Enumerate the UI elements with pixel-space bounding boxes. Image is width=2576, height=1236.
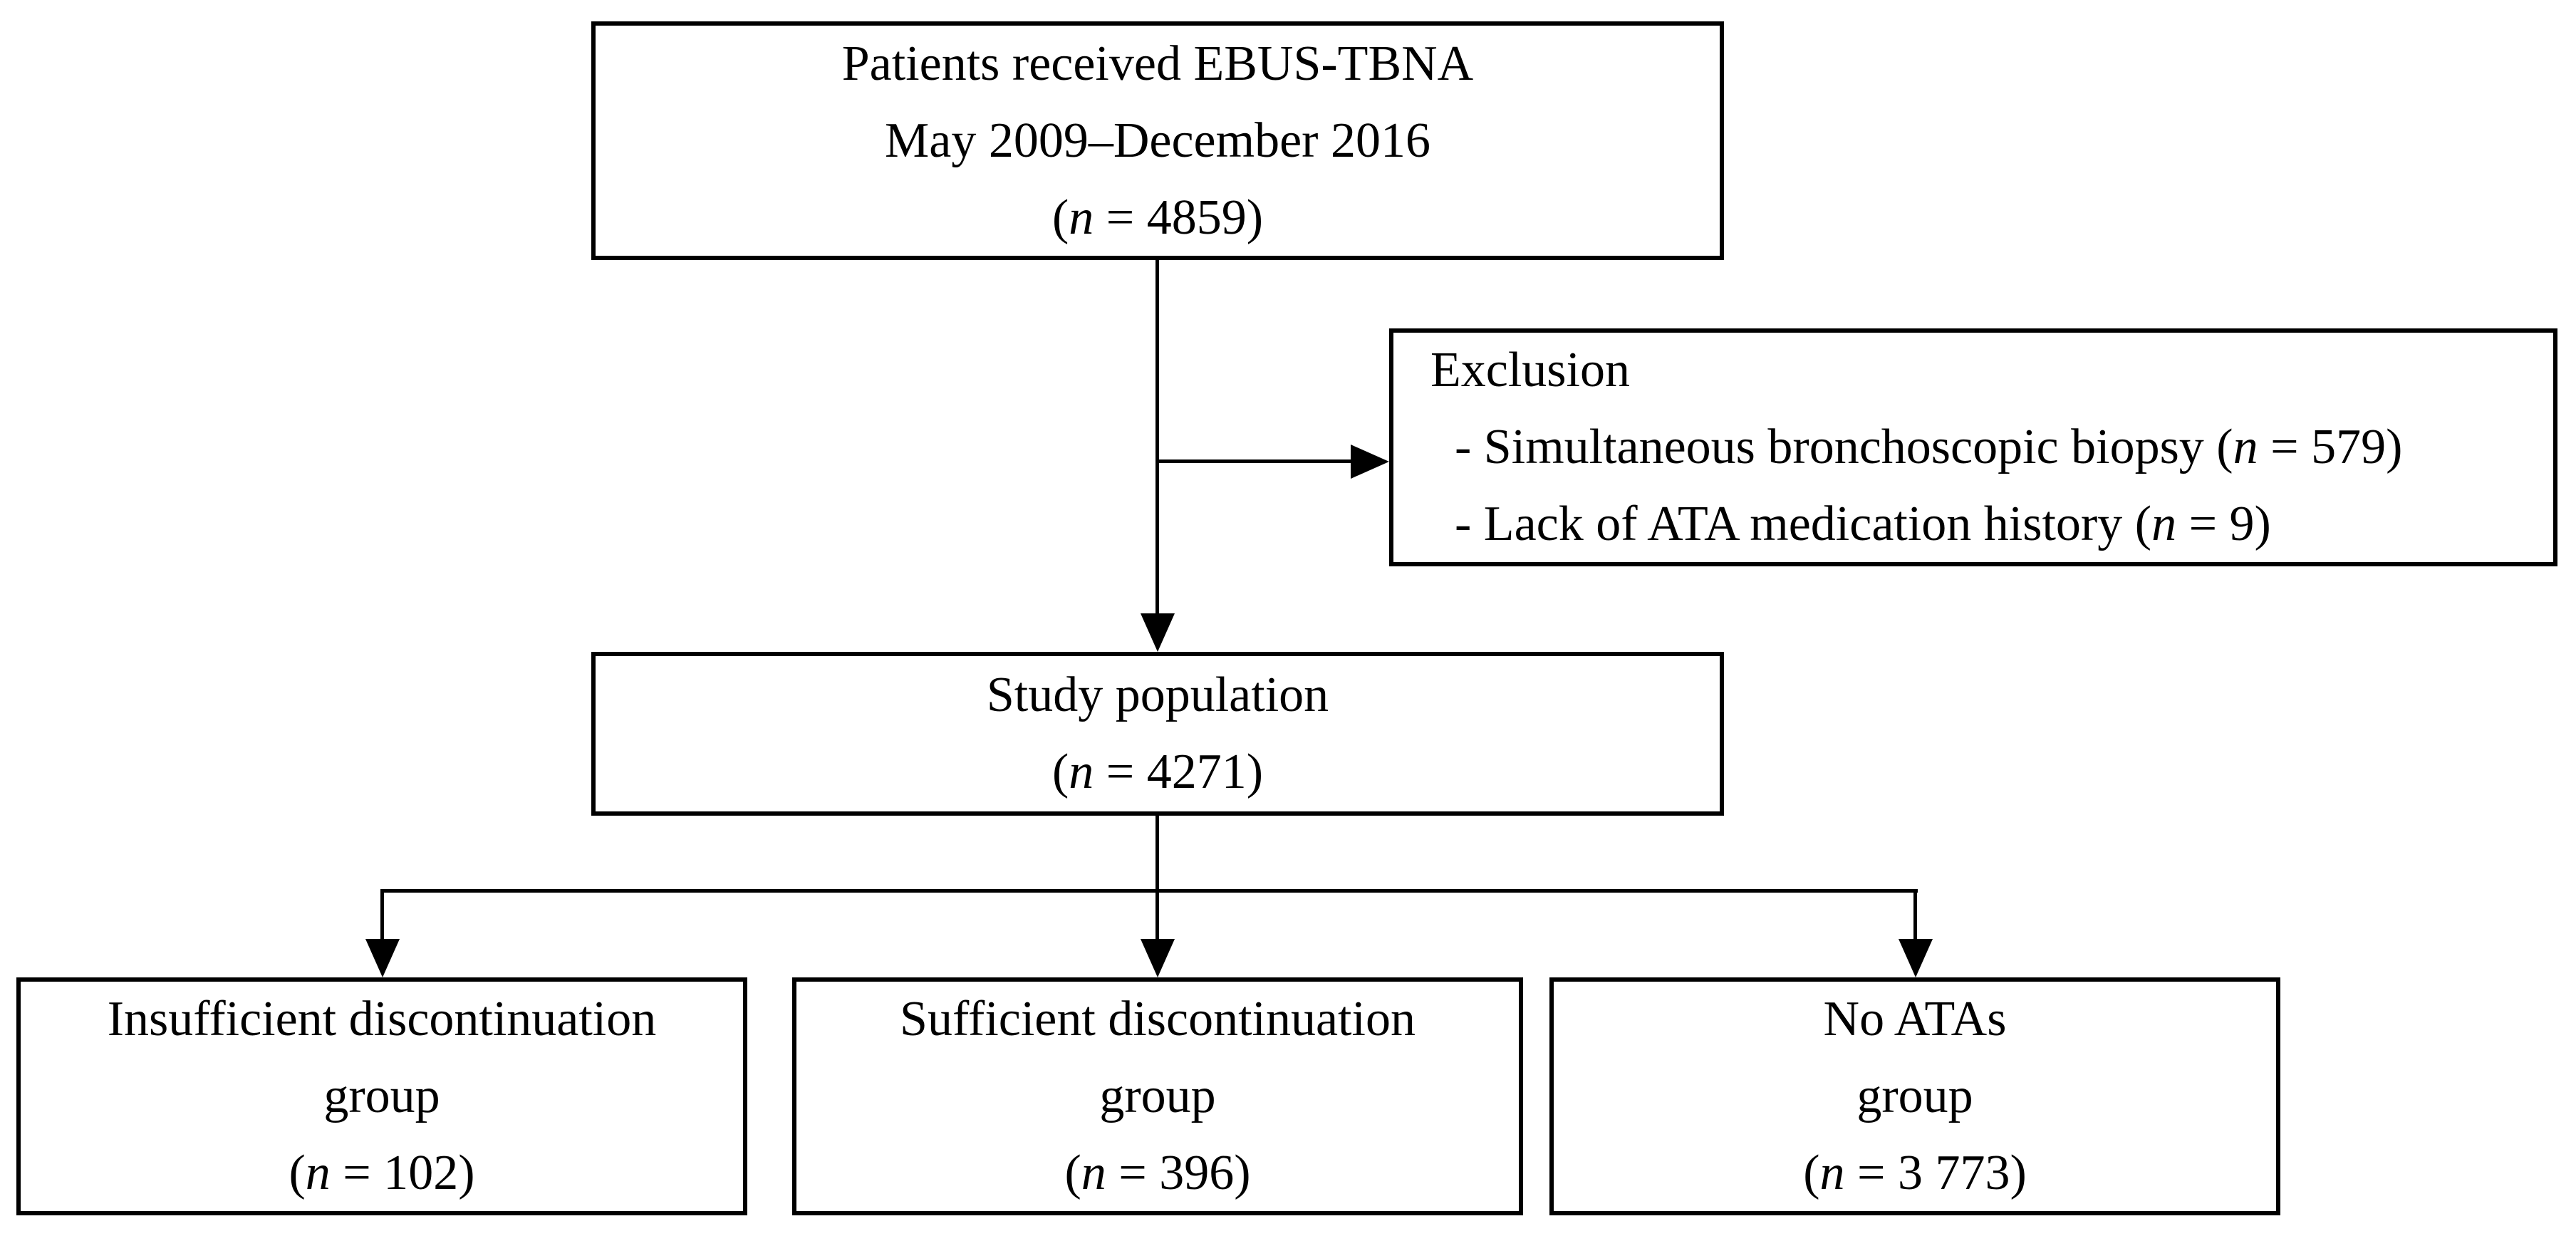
box-text-line: Insufficient discontinuation: [107, 992, 657, 1047]
box-text-line: group: [1099, 1069, 1216, 1123]
box-text-line: May 2009–December 2016: [885, 113, 1430, 168]
n-variable: n: [1819, 1146, 1845, 1200]
box-patients-received: Patients received EBUS-TBNA May 2009–Dec…: [591, 21, 1724, 260]
n-variable: n: [2233, 420, 2258, 474]
exclusion-item: - Simultaneous bronchoscopic biopsy (n =…: [1455, 420, 2403, 474]
n-variable: n: [305, 1146, 331, 1200]
box-text-line: Patients received EBUS-TBNA: [841, 36, 1474, 91]
connector-split-to-insufficient: [380, 891, 384, 942]
connector-top-to-study: [1155, 260, 1159, 616]
exclusion-title: Exclusion: [1430, 343, 1630, 398]
box-count-line: (n = 4859): [1051, 189, 1264, 245]
arrowhead-into-insufficient-icon: [365, 939, 400, 977]
connector-split-bar: [380, 889, 1918, 893]
n-variable: n: [1069, 189, 1094, 245]
box-text-line: group: [1856, 1069, 1973, 1123]
box-text-line: Study population: [986, 668, 1329, 722]
connector-split-to-noatas: [1913, 891, 1917, 942]
arrowhead-into-sufficient-icon: [1141, 939, 1175, 977]
box-count-line: (n = 102): [289, 1146, 475, 1200]
box-insufficient-discontinuation-group: Insufficient discontinuation group (n = …: [16, 977, 747, 1215]
box-text-line: No ATAs: [1823, 992, 2007, 1047]
n-variable: n: [2151, 497, 2177, 551]
arrowhead-into-study-icon: [1141, 613, 1175, 652]
connector-branch-to-exclusion: [1158, 459, 1354, 463]
box-text-line: Sufficient discontinuation: [900, 992, 1416, 1047]
connector-split-to-sufficient: [1155, 891, 1159, 942]
arrowhead-into-exclusion-icon: [1351, 445, 1389, 479]
arrowhead-into-noatas-icon: [1899, 939, 1933, 977]
box-sufficient-discontinuation-group: Sufficient discontinuation group (n = 39…: [792, 977, 1523, 1215]
box-text-line: group: [323, 1069, 440, 1123]
exclusion-item: - Lack of ATA medication history (n = 9): [1455, 497, 2271, 551]
connector-study-to-split: [1155, 816, 1159, 891]
box-exclusion: Exclusion - Simultaneous bronchoscopic b…: [1389, 328, 2557, 566]
box-count-line: (n = 396): [1064, 1146, 1251, 1200]
box-count-line: (n = 4271): [1051, 744, 1264, 799]
n-variable: n: [1081, 1146, 1106, 1200]
box-count-line: (n = 3 773): [1803, 1146, 2027, 1200]
box-study-population: Study population (n = 4271): [591, 652, 1724, 816]
box-no-atas-group: No ATAs group (n = 3 773): [1549, 977, 2280, 1215]
n-variable: n: [1069, 744, 1094, 799]
